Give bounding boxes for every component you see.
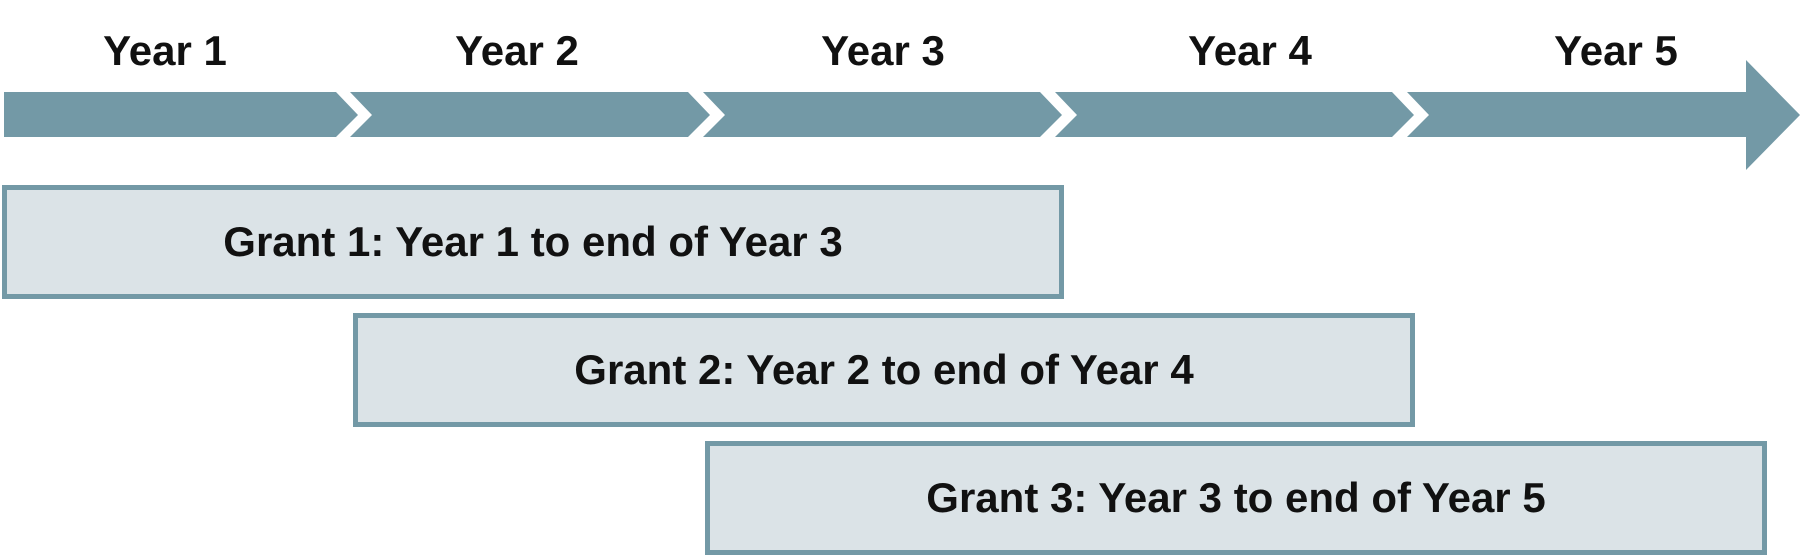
grant-label-3: Grant 3: Year 3 to end of Year 5 [926, 474, 1546, 521]
grant-bar-3: Grant 3: Year 3 to end of Year 5 [705, 441, 1767, 555]
timeline-segment-1 [4, 92, 358, 137]
grant-label-1: Grant 1: Year 1 to end of Year 3 [223, 218, 843, 265]
timeline-segment-5-arrowhead [1407, 60, 1800, 170]
grant-label-2: Grant 2: Year 2 to end of Year 4 [574, 346, 1194, 393]
timeline-arrow [4, 60, 1800, 170]
timeline-segment-3 [703, 92, 1062, 137]
year-label-1: Year 1 [103, 27, 227, 74]
grant-bar-1: Grant 1: Year 1 to end of Year 3 [2, 185, 1064, 299]
grant-bar-2: Grant 2: Year 2 to end of Year 4 [353, 313, 1415, 427]
year-label-4: Year 4 [1188, 27, 1312, 74]
year-label-2: Year 2 [455, 27, 579, 74]
year-label-3: Year 3 [821, 27, 945, 74]
timeline-segment-2 [350, 92, 710, 137]
year-label-5: Year 5 [1554, 27, 1678, 74]
timeline-segment-4 [1055, 92, 1414, 137]
